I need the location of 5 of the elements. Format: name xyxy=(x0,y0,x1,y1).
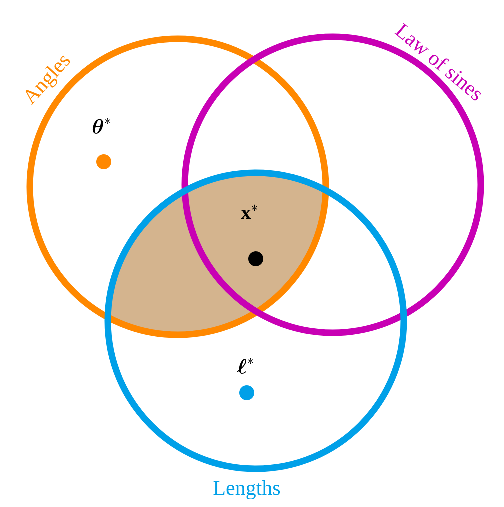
set-label: Lengths xyxy=(214,480,280,500)
point-label: $\mathbf{x}^*$ xyxy=(241,204,258,220)
point-label: $\boldsymbol{\ell}^*$ xyxy=(237,358,254,374)
set-label: Law of sines xyxy=(394,22,482,101)
point-label: $\boldsymbol{\theta}^*$ xyxy=(92,118,111,134)
